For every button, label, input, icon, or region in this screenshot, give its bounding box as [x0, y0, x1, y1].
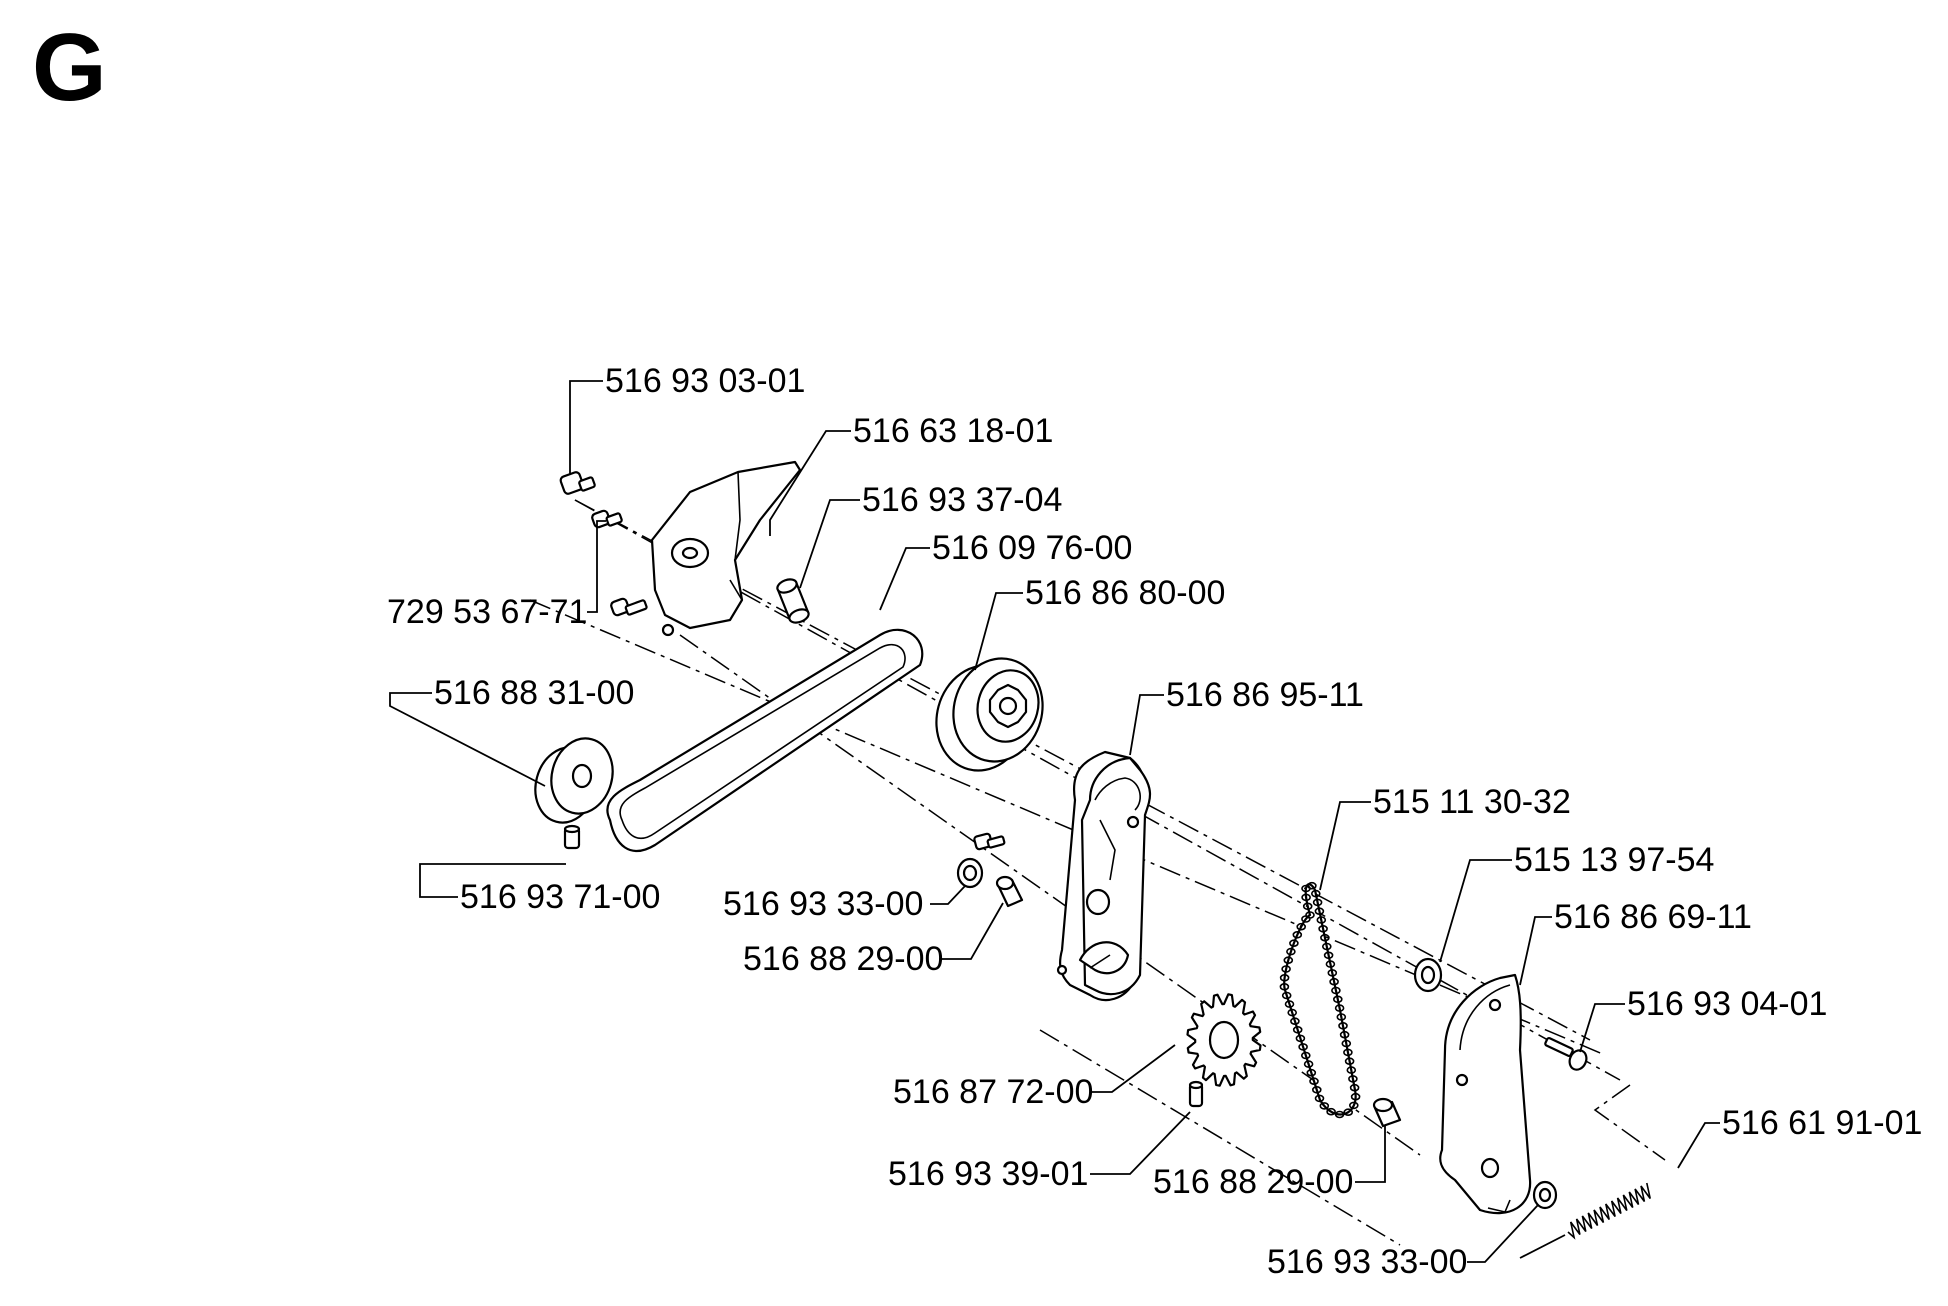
- label-516-88-31-00: 516 88 31-00: [434, 674, 634, 712]
- sprocket-516-87-72-00: [1186, 993, 1262, 1087]
- seal-516-93-33-00-left: [956, 832, 1006, 889]
- spacer-516-93-37-04: [776, 578, 810, 624]
- screw-516-93-03-01: [559, 471, 596, 495]
- label-516-93-37-04: 516 93 37-04: [862, 481, 1062, 519]
- leader-lines: [389, 380, 1720, 1263]
- label-729-53-67-71: 729 53 67-71: [387, 593, 587, 631]
- label-516-09-76-00: 516 09 76-00: [932, 529, 1132, 567]
- chain-case-516-86-95-11: [1056, 750, 1152, 1002]
- roller-chain-515-11-30-32: [1279, 881, 1361, 1119]
- label-515-11-30-32: 515 11 30-32: [1373, 783, 1571, 821]
- section-letter: G: [32, 14, 107, 121]
- label-516-86-69-11: 516 86 69-11: [1554, 898, 1752, 936]
- label-516-63-18-01: 516 63 18-01: [853, 412, 1053, 450]
- label-516-88-29-00-left: 516 88 29-00: [743, 940, 943, 978]
- label-516-61-91-01: 516 61 91-01: [1722, 1104, 1922, 1142]
- bearing-515-13-97-54: [1413, 957, 1443, 993]
- set-screw-516-93-39-01: [1188, 1080, 1204, 1108]
- label-516-93-39-01: 516 93 39-01: [888, 1155, 1088, 1193]
- label-516-93-33-00-bottom: 516 93 33-00: [1267, 1243, 1467, 1281]
- chain-case-cover-516-86-69-11: [1439, 973, 1532, 1215]
- label-516-93-33-00-left: 516 93 33-00: [723, 885, 923, 923]
- v-belt-516-09-76-00: [606, 628, 924, 852]
- label-516-93-03-01: 516 93 03-01: [605, 362, 805, 400]
- label-516-86-95-11: 516 86 95-11: [1166, 676, 1364, 714]
- clutch-pulley-516-86-80-00: [935, 657, 1044, 772]
- pulley-516-88-31-00: [534, 737, 614, 824]
- label-515-13-97-54: 515 13 97-54: [1514, 841, 1714, 879]
- bushing-516-88-29-00-bottom: [1372, 1097, 1402, 1128]
- spring-516-61-91-01: [1519, 1182, 1651, 1259]
- bolt-516-93-04-01: [1544, 1037, 1588, 1071]
- label-516-86-80-00: 516 86 80-00: [1025, 574, 1225, 612]
- label-516-93-04-01: 516 93 04-01: [1627, 985, 1827, 1023]
- label-516-87-72-00: 516 87 72-00: [893, 1073, 1093, 1111]
- part-labels: 516 93 03-01 516 63 18-01 516 93 37-04 5…: [387, 362, 1922, 1281]
- label-516-88-29-00-bottom: 516 88 29-00: [1153, 1163, 1353, 1201]
- label-516-93-71-00: 516 93 71-00: [460, 878, 660, 916]
- belt-guard-516-63-18-01: [650, 460, 802, 637]
- bolts-729-53-67-71: [591, 509, 648, 617]
- seal-516-93-33-00-bottom: [1532, 1180, 1558, 1210]
- bushing-516-88-29-00-left: [995, 875, 1024, 908]
- set-screw-516-93-71-00: [563, 824, 581, 850]
